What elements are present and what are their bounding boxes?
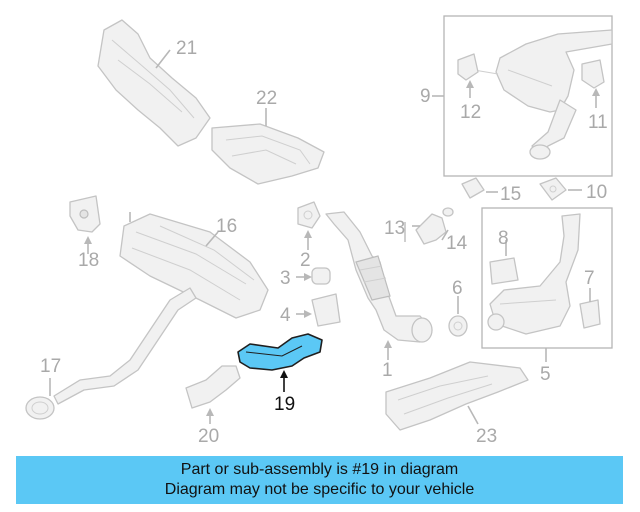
callout-9: 9: [420, 86, 431, 107]
hanger-12: [457, 53, 479, 98]
callout-12: 12: [460, 102, 481, 123]
intermediate-pipe: [53, 287, 197, 405]
callout-15: 15: [500, 184, 521, 205]
callout-18: 18: [78, 250, 99, 271]
callout-6: 6: [452, 278, 463, 299]
sensor-14: [412, 207, 454, 245]
gasket-15: [461, 177, 498, 199]
highlighted-part-19: [237, 333, 323, 392]
callout-14: 14: [446, 233, 468, 254]
callout-23: 23: [476, 426, 497, 447]
heat-shield-23: [385, 361, 529, 431]
hanger-11: [581, 59, 605, 108]
callout-17: 17: [40, 356, 61, 377]
rear-muffler-5: [487, 213, 581, 335]
rear-muffler-9: [473, 29, 613, 160]
heat-shield-22: [211, 108, 325, 185]
callout-16: 16: [216, 216, 237, 237]
callout-10: 10: [586, 182, 607, 203]
callout-19: 19: [274, 394, 295, 415]
parts-diagram: 21 22 16 17 18 2: [25, 15, 613, 447]
callout-3: 3: [280, 268, 291, 289]
box-assembly-5: [481, 207, 613, 349]
callout-8: 8: [498, 228, 509, 249]
hanger-8: [489, 240, 519, 285]
callout-11: 11: [588, 112, 608, 133]
heat-shield-21: [97, 19, 211, 147]
front-pipe-1: [325, 211, 433, 360]
callout-13: 13: [384, 218, 405, 239]
callout-7: 7: [584, 268, 595, 289]
bracket-4: [296, 293, 341, 327]
clamp-17: [25, 378, 55, 420]
info-banner: Part or sub-assembly is #19 in diagram D…: [16, 456, 623, 504]
callout-2: 2: [300, 250, 311, 271]
callout-22: 22: [256, 88, 277, 109]
hanger-7: [579, 288, 601, 329]
callout-20: 20: [198, 426, 219, 447]
callout-5: 5: [540, 364, 551, 385]
muffler-16: [119, 212, 269, 319]
rear-pipe-20: [185, 365, 241, 424]
gasket-10: [539, 177, 582, 201]
callout-4: 4: [280, 305, 291, 326]
gasket-2: [297, 201, 321, 250]
gasket-6: [448, 296, 468, 337]
banner-line-2: Diagram may not be specific to your vehi…: [164, 481, 475, 498]
callout-21: 21: [176, 38, 197, 59]
callout-1: 1: [382, 360, 393, 381]
rubber-mount-3: [296, 267, 331, 285]
banner-line-1: Part or sub-assembly is #19 in diagram: [180, 461, 459, 478]
hanger-bracket-18: [69, 195, 101, 254]
